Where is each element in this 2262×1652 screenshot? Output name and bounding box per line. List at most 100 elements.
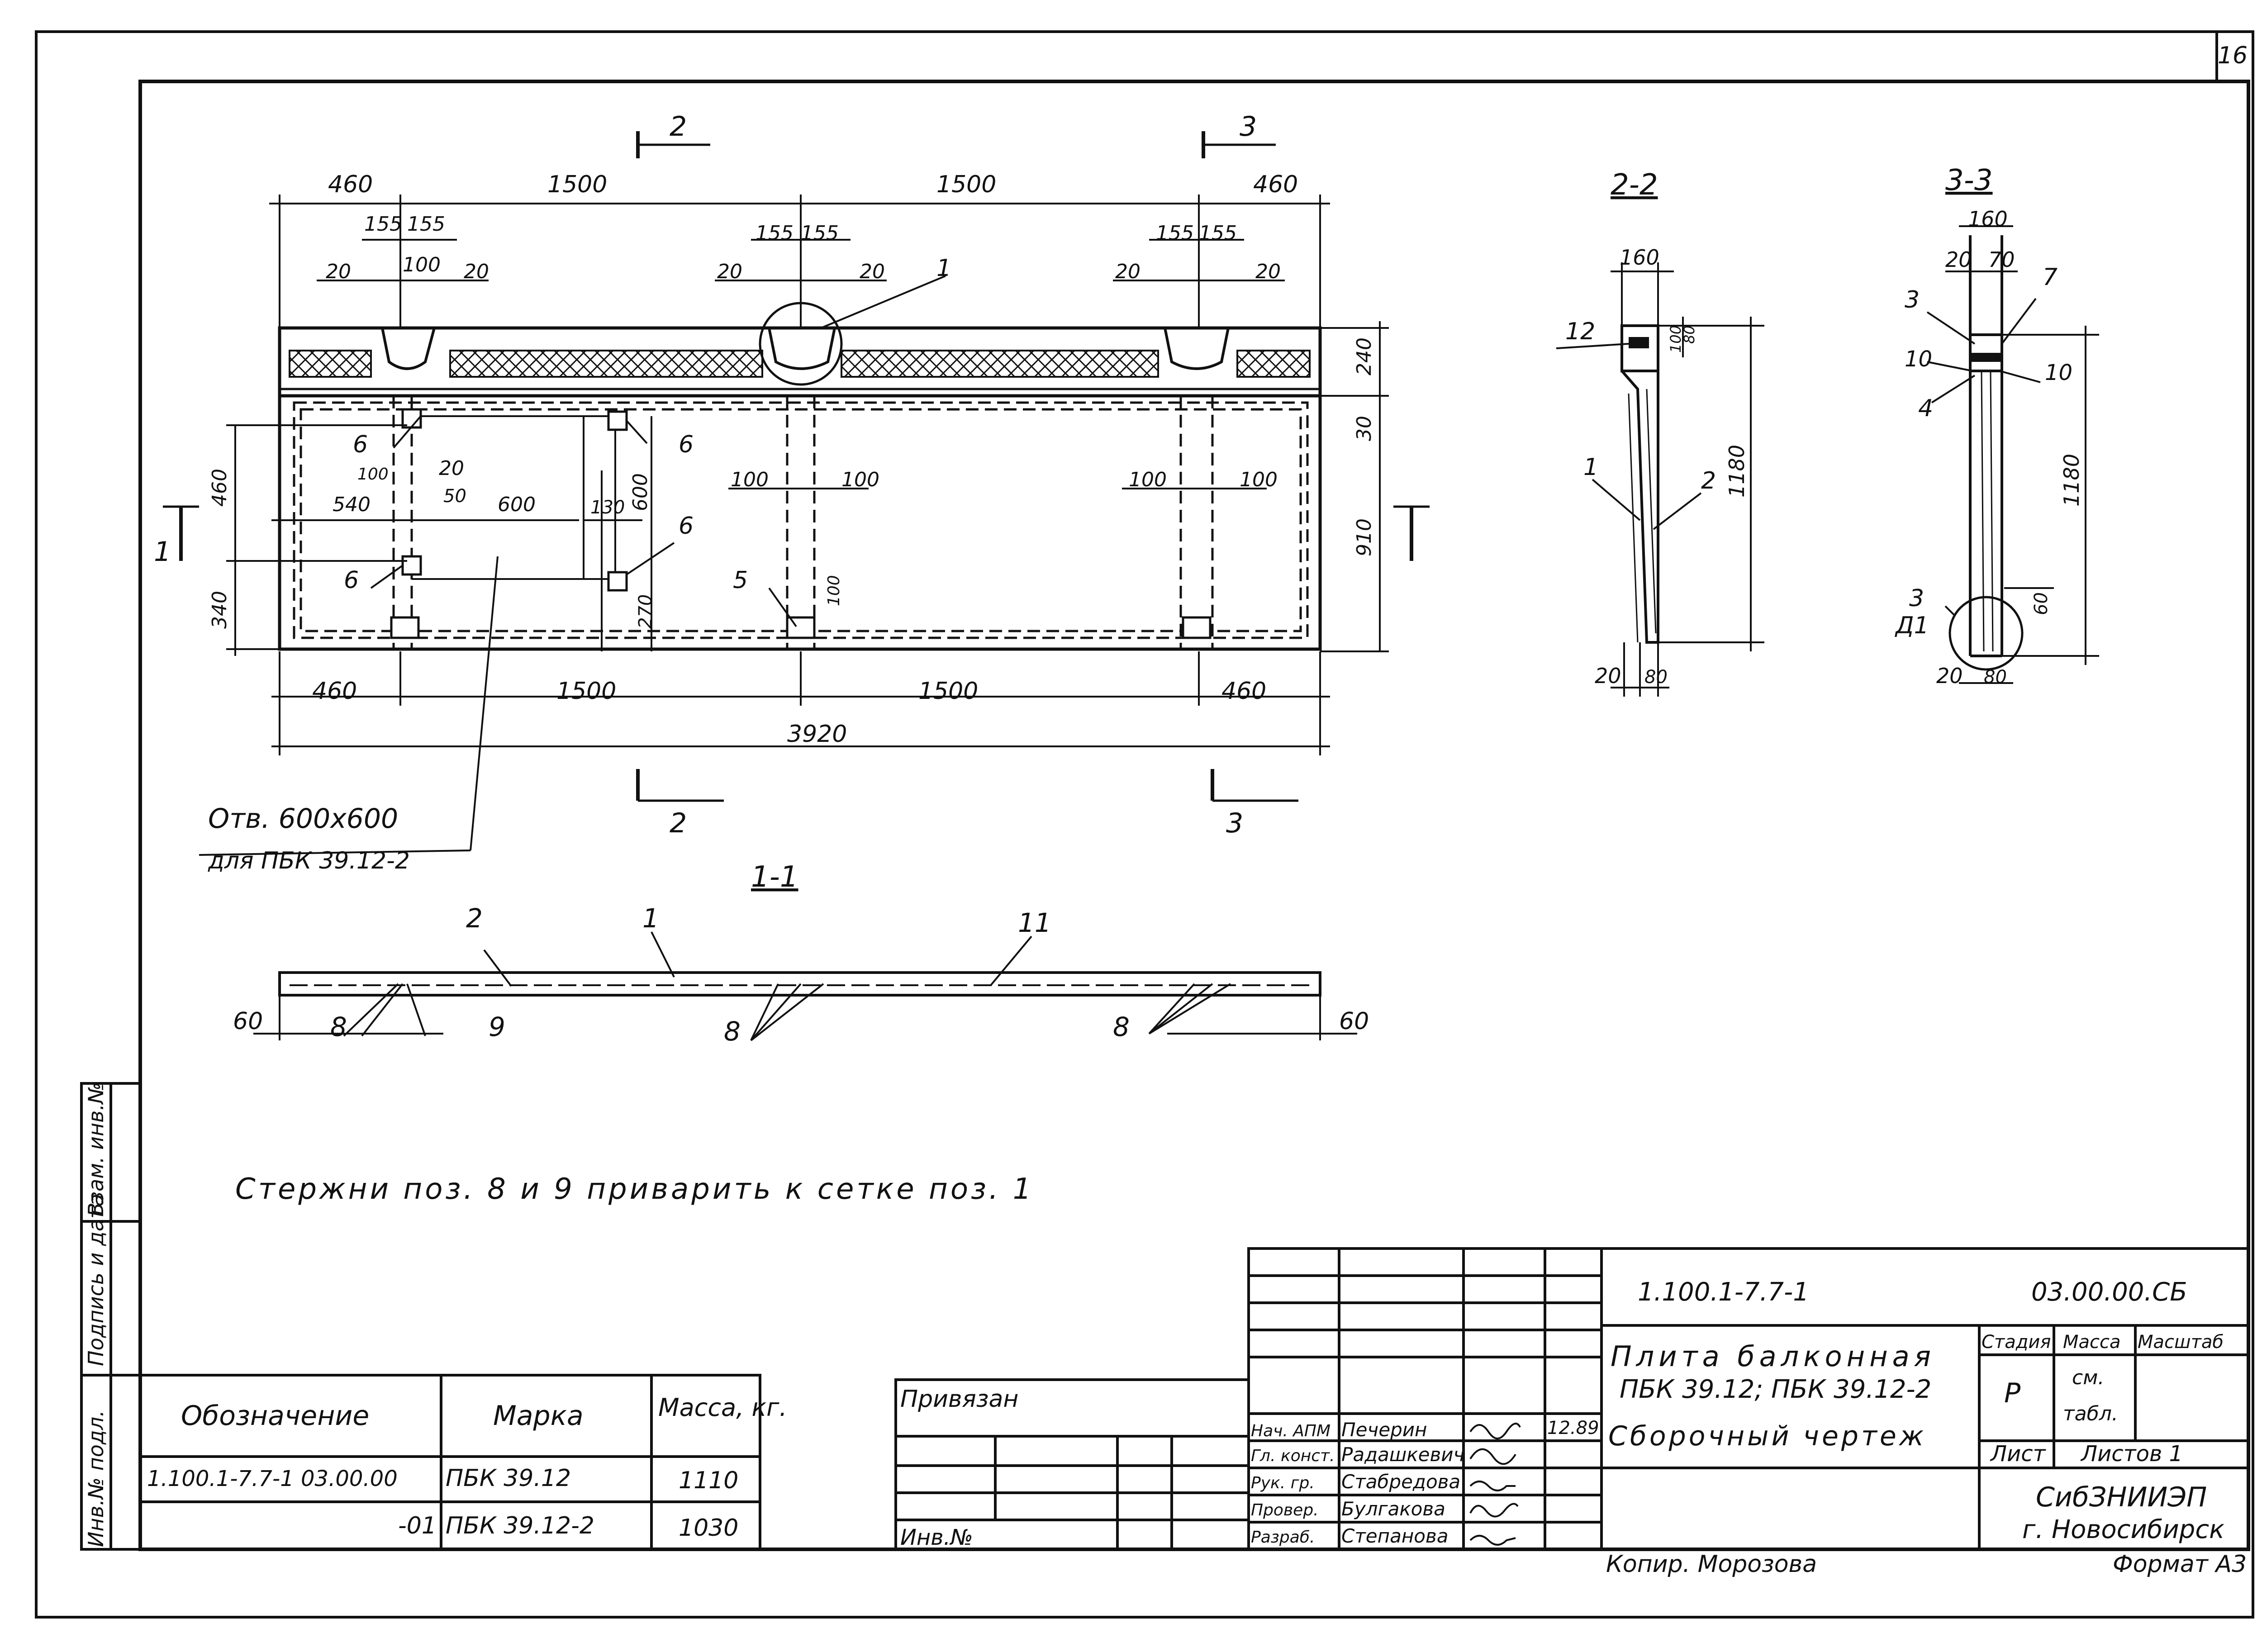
sec11-labels-p1-label: 1	[642, 903, 659, 934]
plan-dim-540-label: 540	[333, 493, 371, 516]
title-block-stage-header-label: Стадия	[1982, 1332, 2051, 1353]
sec33-labels-p7-label: 7	[2043, 264, 2058, 291]
plan-dim-30-label: 30	[1353, 416, 1376, 441]
section-1-1: 1-1 60 60 2 1 11 8 9 8 8	[233, 860, 1369, 1047]
dim-top-460-left: 460	[328, 171, 373, 198]
side-stamp-b-label: Подпись и дата	[84, 1194, 108, 1366]
plan-labels-l1-label: 1	[936, 255, 951, 282]
section-3-top: 3	[1240, 111, 1257, 142]
insulation-4	[1236, 350, 1311, 378]
title-block-name-line1-label: Плита балконная	[1611, 1340, 1935, 1373]
side-stamp-a-label: Инв.№ подл.	[84, 1410, 108, 1547]
socket-2	[768, 328, 836, 370]
welding-note: Стержни поз. 8 и 9 приварить к сетке поз…	[235, 1173, 1034, 1206]
title-block-scale-header-label: Масштаб	[2138, 1332, 2224, 1353]
plan-dim-155-label: 155	[364, 213, 402, 236]
dim-top-1500-a: 1500	[547, 171, 607, 198]
plan-dim-270-label: 270	[635, 594, 656, 629]
sec22-dim-100-label: 100	[1667, 325, 1684, 353]
plan-labels-l5-label: 5	[733, 567, 748, 594]
sec22-labels-p1-label: 1	[1583, 454, 1598, 481]
sections-title-33-label: 3-3	[1945, 164, 1993, 197]
plan-labels-l6-label: 6	[344, 567, 359, 594]
title-block-date-label: 12.89	[1547, 1418, 1599, 1438]
sec22-labels-p12-label: 12	[1565, 318, 1595, 345]
sec33-labels-p3-label: 3	[1905, 286, 1920, 313]
spec-table-headers-0-label: Обозначение	[181, 1400, 369, 1432]
title-block-roles-4-role-label: Разраб.	[1251, 1528, 1315, 1547]
plan-view: 460 1500 1500 460 155 155 155 155 155 15…	[154, 111, 1430, 874]
title-block-org-1-label: СибЗНИИЭП	[2036, 1481, 2207, 1513]
sec22-dim-80-label: 80	[1681, 325, 1698, 344]
plan-dim-130-label: 130	[590, 497, 625, 518]
dim-bottom-460-right: 460	[1221, 678, 1266, 705]
sec22-dim-160-label: 160	[1620, 245, 1659, 270]
privyazan-title-label: Привязан	[900, 1386, 1018, 1413]
dim-bottom-1500-b: 1500	[918, 678, 978, 705]
plan-dim-910-label: 910	[1353, 518, 1376, 556]
spec-table-rows-0-mark-label: ПБК 39.12	[446, 1465, 571, 1492]
sec33-labels-d1-label: Д1	[1895, 612, 1929, 639]
plan-top-strip	[278, 326, 1322, 398]
plan-dim-20-label: 20	[717, 260, 742, 283]
dim-top-1500-b: 1500	[936, 171, 996, 198]
plan-dim-100-label: 100	[403, 253, 441, 276]
privyazan-block: Привязан Инв.№	[894, 1378, 1250, 1551]
title-block-doc-code-label: 1.100.1-7.7-1	[1638, 1277, 1809, 1307]
plan-dim-460-label: 460	[208, 469, 231, 507]
sec22-dim-bottom-80-label: 80	[1644, 667, 1668, 688]
side-stamp: Инв.№ подл. Подпись и дата Взам. инв.№	[80, 1082, 142, 1551]
plan-dim-20-label: 20	[860, 260, 885, 283]
title-block-roles-3-name-label: Булгакова	[1341, 1498, 1445, 1520]
plan-labels-l6-label: 6	[679, 431, 694, 458]
title-block-roles-0-name-label: Печерин	[1341, 1419, 1427, 1441]
title-block-roles-2-role-label: Рук. гр.	[1251, 1474, 1315, 1492]
plan-dim-100-label: 100	[357, 465, 389, 484]
plan-dim-600-label: 600	[629, 473, 652, 511]
copied-by: Копир. Морозова	[1606, 1551, 1817, 1578]
section-2-bottom: 2	[670, 807, 687, 839]
sec11-labels-p9-label: 9	[489, 1011, 505, 1042]
title-block-mass-1-label: см.	[2072, 1366, 2104, 1389]
sec33-labels-p10a-label: 10	[1905, 347, 1932, 372]
sec11-dim-60-right-label: 60	[1339, 1008, 1369, 1035]
sec33-labels-p4-label: 4	[1918, 395, 1933, 422]
title-block-sheet-label: Лист	[1990, 1441, 2047, 1467]
title-block: 1.100.1-7.7-1 03.00.00.СБ Плита балконна…	[1247, 1247, 2250, 1551]
sec22-dim-20-label: 20	[1595, 664, 1621, 688]
plan-dim-155-label: 155	[801, 222, 839, 245]
plan-dim-100-label: 100	[731, 468, 769, 491]
dim-top-460-right: 460	[1253, 171, 1298, 198]
spec-table-rows-0-mass-label: 1110	[679, 1467, 738, 1494]
title-block-roles-1-role-label: Гл. конст.	[1251, 1447, 1335, 1465]
title-block-mass-header-label: Масса	[2063, 1332, 2121, 1353]
spec-table-rows-1-designation-label: -01	[398, 1512, 437, 1539]
title-block-roles-4-name-label: Степанова	[1341, 1525, 1448, 1547]
sec22-labels-p2-label: 2	[1701, 467, 1716, 494]
sec33-dim-20-label: 20	[1945, 247, 1972, 272]
opening-note-2: для ПБК 39.12-2	[208, 847, 410, 874]
title-block-roles-3-role-label: Провер.	[1251, 1501, 1319, 1519]
plan-labels-l6-label: 6	[679, 513, 694, 540]
sec11-dim-60-left-label: 60	[233, 1008, 263, 1035]
title-block-roles-2-name-label: Стабредова	[1341, 1471, 1460, 1493]
sec11-labels-p8b-label: 8	[724, 1016, 741, 1047]
socket-1	[381, 328, 436, 370]
title-block-roles-1-name-label: Радашкевич	[1341, 1443, 1464, 1466]
sec33-dim-160-label: 160	[1968, 207, 2008, 231]
plan-dim-20-label: 20	[464, 260, 489, 283]
plan-dim-100-label: 100	[841, 468, 879, 491]
sec11-labels-p8a-label: 8	[330, 1011, 347, 1042]
plan-dim-20-label: 20	[1255, 260, 1281, 283]
sec33-dim-60-label: 60	[2031, 592, 2052, 615]
section-3-3: 3-3 160 20 70 1180 60 20 80 3 7 10 10 4	[1895, 164, 2099, 688]
sec33-dim-70-label: 70	[1988, 247, 2015, 272]
sheet-format: Формат А3	[2113, 1551, 2247, 1578]
signatures	[1469, 1423, 1521, 1546]
sec33-labels-p10b-label: 10	[2045, 360, 2072, 385]
plan-dim-155-label: 155	[756, 222, 794, 245]
dim-bottom-460-left: 460	[312, 678, 357, 705]
spec-table-rows-1-mark-label: ПБК 39.12-2	[446, 1512, 594, 1539]
sec22-dim-1180-label: 1180	[1725, 445, 1749, 498]
